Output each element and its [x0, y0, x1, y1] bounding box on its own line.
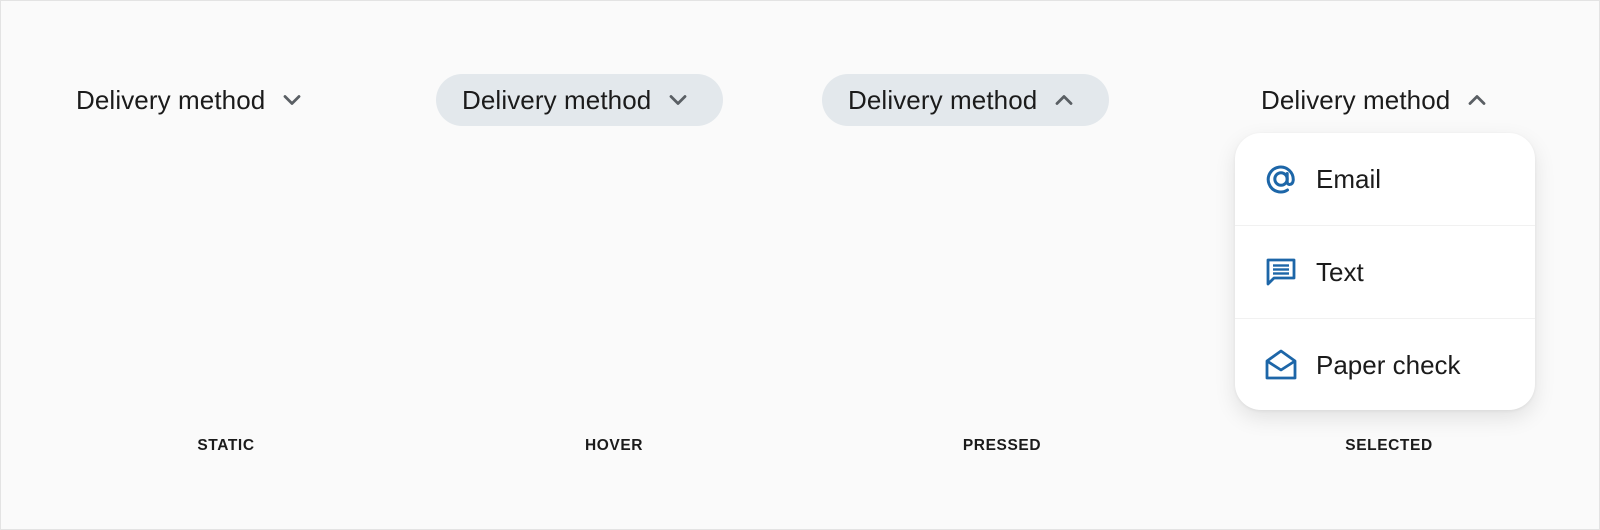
state-label-static: STATIC [197, 437, 255, 454]
delivery-method-dropdown-pressed[interactable]: Delivery method [822, 74, 1109, 126]
menu-divider [1235, 225, 1535, 226]
state-label-hover: HOVER [584, 437, 644, 454]
menu-item-email[interactable]: Email [1235, 133, 1535, 225]
message-icon [1263, 254, 1299, 290]
delivery-method-dropdown-static[interactable]: Delivery method [50, 74, 329, 126]
envelope-open-icon [1263, 347, 1299, 383]
dropdown-label: Delivery method [462, 84, 652, 115]
menu-item-text[interactable]: Text [1235, 226, 1535, 318]
menu-item-label: Paper check [1316, 349, 1461, 380]
delivery-method-menu: Email Text Paper check [1235, 133, 1535, 410]
menu-item-label: Text [1316, 256, 1364, 287]
dropdown-label: Delivery method [76, 84, 266, 115]
chevron-down-icon [281, 89, 303, 111]
state-label-selected: SELECTED [1345, 437, 1433, 454]
delivery-method-dropdown-hover[interactable]: Delivery method [436, 74, 723, 126]
state-label-pressed: PRESSED [962, 437, 1042, 454]
dropdown-label: Delivery method [1261, 84, 1451, 115]
at-sign-icon [1263, 161, 1299, 197]
chevron-up-icon [1466, 89, 1488, 111]
menu-item-label: Email [1316, 163, 1382, 194]
delivery-method-dropdown-selected[interactable]: Delivery method [1235, 74, 1514, 126]
menu-item-paper-check[interactable]: Paper check [1235, 319, 1535, 410]
chevron-up-icon [1053, 89, 1075, 111]
dropdown-label: Delivery method [848, 84, 1038, 115]
chevron-down-icon [667, 89, 689, 111]
menu-divider [1235, 318, 1535, 319]
